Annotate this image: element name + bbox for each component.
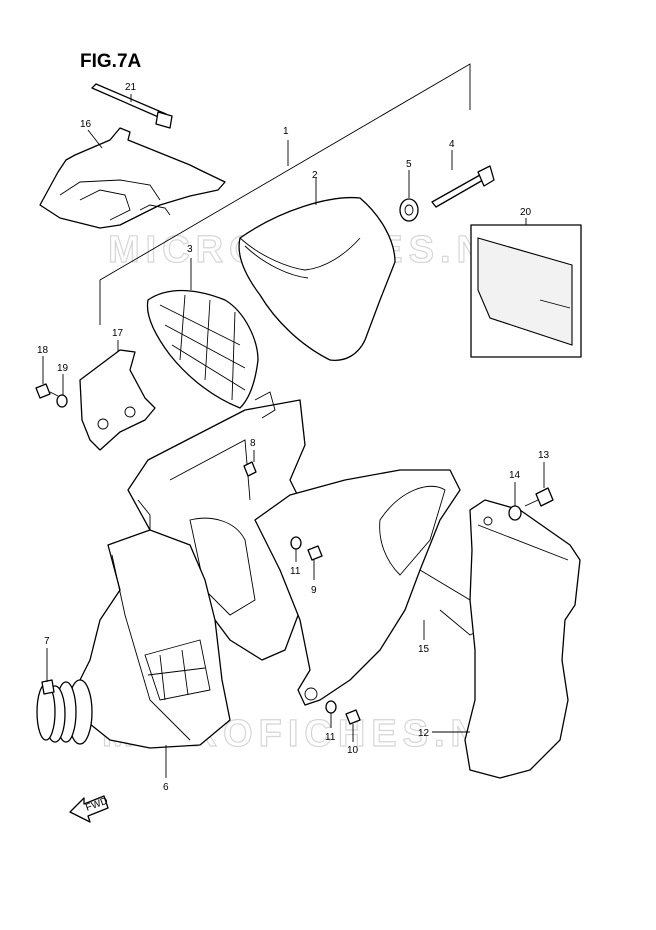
part-21-cable-tie	[91, 83, 173, 129]
callout-17: 17	[112, 328, 124, 339]
callout-10: 10	[347, 745, 359, 756]
callout-19: 19	[57, 363, 69, 374]
callout-20: 20	[520, 207, 532, 218]
part-10-bolt	[345, 709, 361, 742]
callout-9: 9	[311, 585, 317, 596]
callout-12: 12	[418, 728, 430, 739]
callout-2: 2	[312, 170, 318, 181]
part-13-bolt	[524, 462, 554, 507]
part-8-screw	[243, 450, 257, 477]
callout-4: 4	[449, 139, 455, 150]
part-17-bracket	[79, 340, 156, 451]
part-7-clamp	[36, 648, 56, 741]
part-2-air-filter	[238, 178, 396, 361]
callout-6: 6	[163, 782, 169, 793]
callout-8: 8	[250, 438, 256, 449]
part-9-bolt	[307, 545, 323, 580]
callout-1: 1	[283, 126, 289, 137]
fwd-marker: FWD	[69, 795, 109, 823]
part-12-intake-duct	[432, 499, 581, 779]
callout-15: 15	[418, 644, 430, 655]
part-20-decal	[470, 218, 582, 358]
callout-21: 21	[125, 82, 137, 93]
part-6-intake-funnel	[74, 529, 231, 778]
part-19-washer	[56, 374, 68, 408]
callout-11-lower: 11	[325, 732, 336, 743]
callout-16: 16	[80, 119, 92, 130]
figure-title: FIG.7A	[80, 51, 142, 72]
callout-7: 7	[44, 636, 50, 647]
part-3-filter-cage	[146, 258, 259, 409]
callout-18: 18	[37, 345, 49, 356]
callout-labels: 1 2 3 4 5 6 7 8 9 10 11 11 12 13 14 15 1…	[37, 82, 550, 793]
part-15-side-bracket	[254, 469, 491, 706]
callout-13: 13	[538, 450, 550, 461]
part-11-collar-upper	[290, 536, 302, 562]
callout-14: 14	[509, 470, 521, 481]
part-4-screw	[431, 150, 495, 208]
part-5-grommet	[399, 170, 419, 222]
part-18-bolt	[35, 356, 59, 399]
part-14-washer	[508, 482, 522, 521]
assembly-bracket	[99, 63, 471, 325]
callout-11-upper: 11	[290, 566, 301, 577]
callout-3: 3	[187, 244, 193, 255]
part-16-guard-plate	[39, 127, 226, 229]
callout-5: 5	[406, 159, 412, 170]
part-11-collar-lower	[325, 700, 337, 728]
